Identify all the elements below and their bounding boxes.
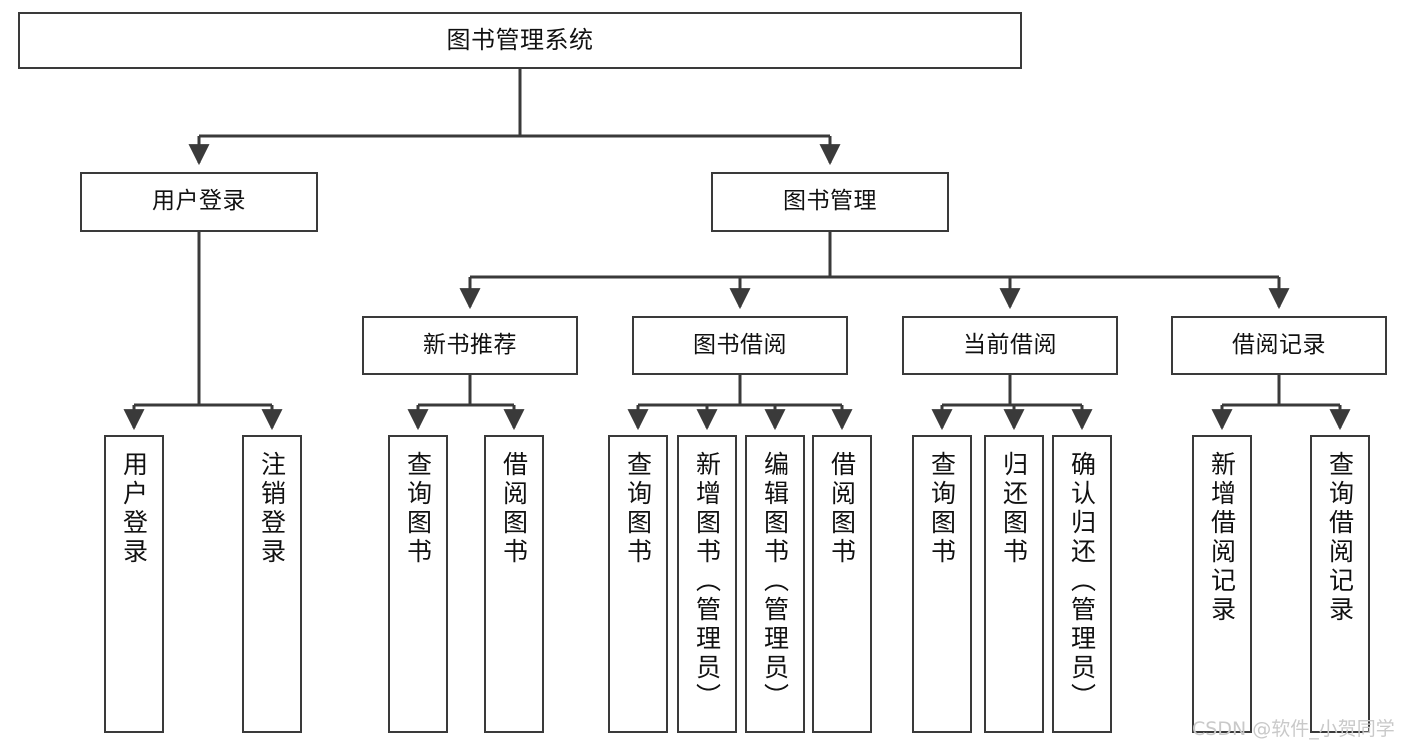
node-leaf-add-book[interactable]: 新增图书（管理员） bbox=[677, 435, 737, 733]
node-borrow-record[interactable]: 借阅记录 bbox=[1171, 316, 1387, 375]
node-leaf-borrow-book-2-label: 借阅图书 bbox=[827, 451, 857, 567]
node-book-borrow-label: 图书借阅 bbox=[693, 331, 787, 358]
node-leaf-query-record[interactable]: 查询借阅记录 bbox=[1310, 435, 1370, 733]
watermark: CSDN @软件_小贺同学 bbox=[1192, 718, 1395, 740]
node-leaf-user-logout[interactable]: 注销登录 bbox=[242, 435, 302, 733]
node-leaf-add-record[interactable]: 新增借阅记录 bbox=[1192, 435, 1252, 733]
node-leaf-edit-book[interactable]: 编辑图书（管理员） bbox=[745, 435, 805, 733]
node-user-login[interactable]: 用户登录 bbox=[80, 172, 318, 232]
node-leaf-borrow-book-1-label: 借阅图书 bbox=[499, 451, 529, 567]
node-leaf-add-book-label: 新增图书（管理员） bbox=[692, 451, 722, 712]
node-leaf-query-book-1[interactable]: 查询图书 bbox=[388, 435, 448, 733]
node-root-label: 图书管理系统 bbox=[446, 26, 594, 55]
node-leaf-confirm-return-label: 确认归还（管理员） bbox=[1067, 451, 1097, 712]
node-borrow-record-label: 借阅记录 bbox=[1232, 331, 1326, 358]
node-user-login-label: 用户登录 bbox=[152, 188, 246, 215]
node-leaf-query-record-label: 查询借阅记录 bbox=[1325, 451, 1355, 625]
node-leaf-query-book-3-label: 查询图书 bbox=[927, 451, 957, 567]
node-book-borrow[interactable]: 图书借阅 bbox=[632, 316, 848, 375]
node-leaf-user-login-label: 用户登录 bbox=[119, 451, 149, 567]
node-book-manage[interactable]: 图书管理 bbox=[711, 172, 949, 232]
node-leaf-borrow-book-1[interactable]: 借阅图书 bbox=[484, 435, 544, 733]
node-book-manage-label: 图书管理 bbox=[783, 188, 877, 215]
node-leaf-edit-book-label: 编辑图书（管理员） bbox=[760, 451, 790, 712]
node-leaf-user-logout-label: 注销登录 bbox=[257, 451, 287, 567]
node-current-borrow-label: 当前借阅 bbox=[963, 331, 1057, 358]
node-leaf-confirm-return[interactable]: 确认归还（管理员） bbox=[1052, 435, 1112, 733]
node-root[interactable]: 图书管理系统 bbox=[18, 12, 1022, 69]
node-leaf-borrow-book-2[interactable]: 借阅图书 bbox=[812, 435, 872, 733]
node-leaf-query-book-3[interactable]: 查询图书 bbox=[912, 435, 972, 733]
node-leaf-user-login[interactable]: 用户登录 bbox=[104, 435, 164, 733]
node-leaf-return-book-label: 归还图书 bbox=[999, 451, 1029, 567]
node-leaf-return-book[interactable]: 归还图书 bbox=[984, 435, 1044, 733]
node-current-borrow[interactable]: 当前借阅 bbox=[902, 316, 1118, 375]
node-leaf-add-record-label: 新增借阅记录 bbox=[1207, 451, 1237, 625]
node-leaf-query-book-1-label: 查询图书 bbox=[403, 451, 433, 567]
node-leaf-query-book-2-label: 查询图书 bbox=[623, 451, 653, 567]
node-new-book-recommend[interactable]: 新书推荐 bbox=[362, 316, 578, 375]
node-leaf-query-book-2[interactable]: 查询图书 bbox=[608, 435, 668, 733]
node-new-book-recommend-label: 新书推荐 bbox=[423, 331, 517, 358]
